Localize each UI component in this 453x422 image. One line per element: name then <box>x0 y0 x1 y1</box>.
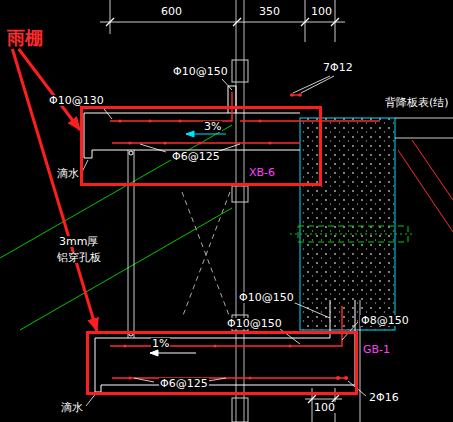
rebar-dot <box>290 93 294 97</box>
slab-line <box>395 118 453 119</box>
drawing-note: 滴水 <box>56 168 80 179</box>
drawing-note: 100 <box>313 402 336 413</box>
rebar-note: Φ6@125 <box>159 378 209 389</box>
rebar-dot <box>213 344 216 347</box>
concrete-wall <box>300 118 395 330</box>
rebar-dot <box>248 376 251 379</box>
window-frame <box>232 60 248 82</box>
pointer-arrow <box>19 49 80 130</box>
extension-line <box>110 0 111 34</box>
drawing-note: 滴水 <box>60 402 84 413</box>
rebar-dot <box>258 119 261 122</box>
slab-line <box>395 138 453 139</box>
slope-arrow <box>150 350 196 356</box>
rebar-dots <box>118 93 301 144</box>
rebar-dots <box>123 344 348 380</box>
drawing-note: Φ10@150 <box>172 66 229 77</box>
canopy-slab <box>84 86 300 158</box>
rebar-dot <box>123 344 126 347</box>
drawing-note: 100 <box>310 6 333 17</box>
glass-mark <box>182 192 230 318</box>
embed-detail <box>290 234 415 235</box>
bolt <box>129 151 133 155</box>
dimension-line <box>100 22 345 23</box>
drawing-note: 3mm厚 <box>58 236 99 247</box>
glass-mark <box>182 192 230 318</box>
rebar-note: 3% <box>203 121 222 132</box>
dimension-line <box>305 399 342 400</box>
rebar-dot <box>298 93 302 97</box>
rebar-dot <box>163 141 166 144</box>
rebar-dot <box>118 119 121 122</box>
pointer-arrow <box>12 49 96 331</box>
leader-line <box>293 76 334 93</box>
rebar-line <box>398 150 453 232</box>
rebar-dot <box>178 119 181 122</box>
highlight-box: 1% Φ6@125 <box>86 331 358 395</box>
drawing-note: Φ10@150 <box>226 318 283 329</box>
rebar-note: 1% <box>151 338 170 349</box>
rebar-dot <box>344 376 348 380</box>
drawing-note: 7Φ12 <box>322 62 354 73</box>
drawing-note: GB-1 <box>362 344 391 355</box>
rebar-dot <box>128 141 131 144</box>
leader-lines <box>82 76 366 406</box>
rebar-dot <box>268 141 271 144</box>
rebar-line <box>110 92 380 143</box>
drawing-note: Φ10@150 <box>238 292 295 303</box>
drawing-note: Φ8@150 <box>360 315 410 326</box>
window-mullion <box>243 0 244 422</box>
drawing-note: 背降板表(结) <box>384 97 450 108</box>
callout-label: 雨棚 <box>6 29 44 47</box>
window-frame <box>232 398 248 422</box>
leader-line <box>222 79 232 90</box>
rebar-dot <box>336 376 340 380</box>
rebar-line <box>110 306 348 378</box>
rebar-note: XB-6 <box>248 167 276 178</box>
window-mullion <box>235 0 236 422</box>
canopy-slab <box>95 300 355 392</box>
rebar-dot <box>128 376 131 379</box>
callout-title: 雨棚 <box>4 27 46 49</box>
drawing-note: 350 <box>258 6 281 17</box>
rebar-dot <box>198 141 201 144</box>
rebar-note: Φ6@125 <box>171 151 221 162</box>
rebar-line <box>412 140 453 200</box>
rebar-dot <box>288 344 291 347</box>
drawing-note: 铝穿孔板 <box>56 252 102 263</box>
guide-line <box>0 125 232 258</box>
drawing-note: 2Φ16 <box>368 392 400 403</box>
panel-line <box>134 150 135 338</box>
drawing-note: Φ10@130 <box>48 95 105 106</box>
panel-line <box>128 150 129 338</box>
rebar-dot <box>148 119 151 122</box>
drawing-note: 600 <box>160 6 183 17</box>
window-frame <box>232 186 248 202</box>
dimension-tick <box>106 18 339 26</box>
highlight-box: 3% Φ6@125XB-6 <box>80 106 322 186</box>
